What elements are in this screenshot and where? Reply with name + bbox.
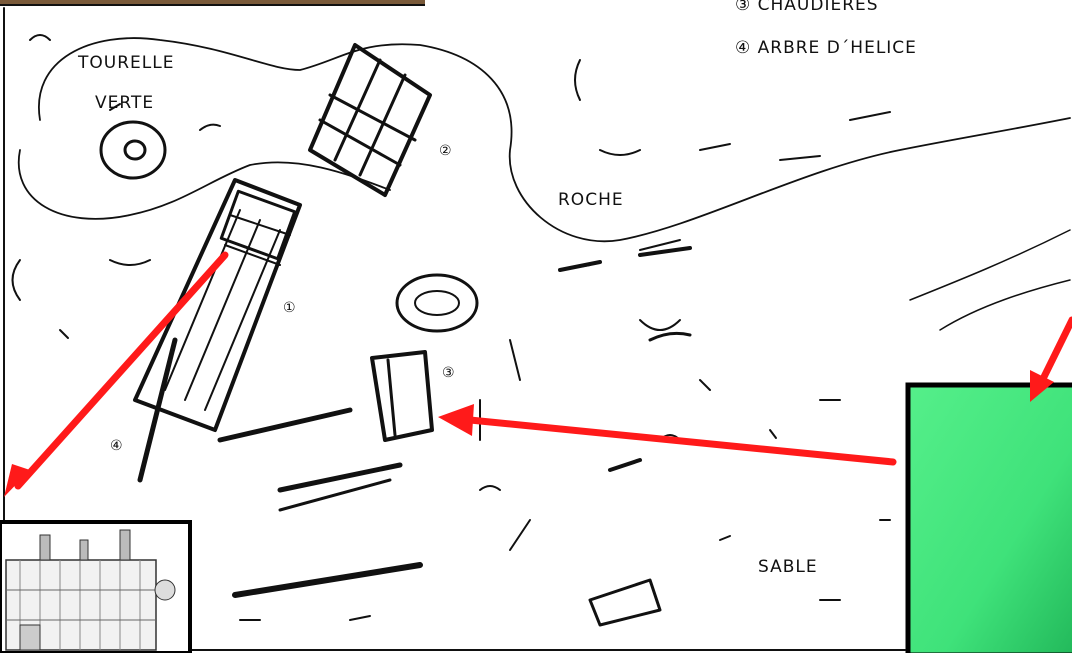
marker-1: ①	[283, 300, 296, 316]
round-debris	[395, 273, 479, 333]
rock-outline-north	[38, 37, 1071, 243]
label-verte: VERTE	[95, 93, 154, 113]
wreck-part-2	[308, 43, 432, 197]
tourelle-marker-inner	[123, 139, 147, 161]
rock-outline-east2	[939, 279, 1071, 331]
boiler-3	[370, 350, 434, 442]
label-roche: ROCHE	[558, 190, 624, 210]
green-photo-inset	[905, 382, 1072, 653]
wreck-part-1	[133, 178, 302, 432]
red-arrows	[4, 251, 1072, 497]
debris-pieces	[217, 246, 692, 627]
round-debris-inner	[414, 290, 460, 316]
label-tourelle: TOURELLE	[77, 53, 174, 73]
legend-item-3: ③ CHAUDIERES	[735, 0, 879, 15]
marker-4: ④	[110, 438, 123, 454]
top-photo-strip	[0, 0, 425, 4]
marker-3: ③	[442, 365, 455, 381]
arrow-to-green-photo	[1036, 316, 1072, 389]
rock-outline-east	[909, 229, 1071, 301]
legend-item-4: ④ ARBRE D´HELICE	[735, 38, 917, 58]
arrow-to-engraving	[14, 251, 229, 490]
tourelle-rock-edge	[17, 149, 391, 220]
marker-2: ②	[439, 143, 452, 159]
tourelle-marker-outer	[99, 120, 167, 180]
boiler-engraving-inset	[0, 520, 192, 653]
propeller-shaft	[137, 337, 178, 483]
label-sable: SABLE	[758, 557, 818, 577]
arrow-to-boiler	[466, 416, 897, 466]
